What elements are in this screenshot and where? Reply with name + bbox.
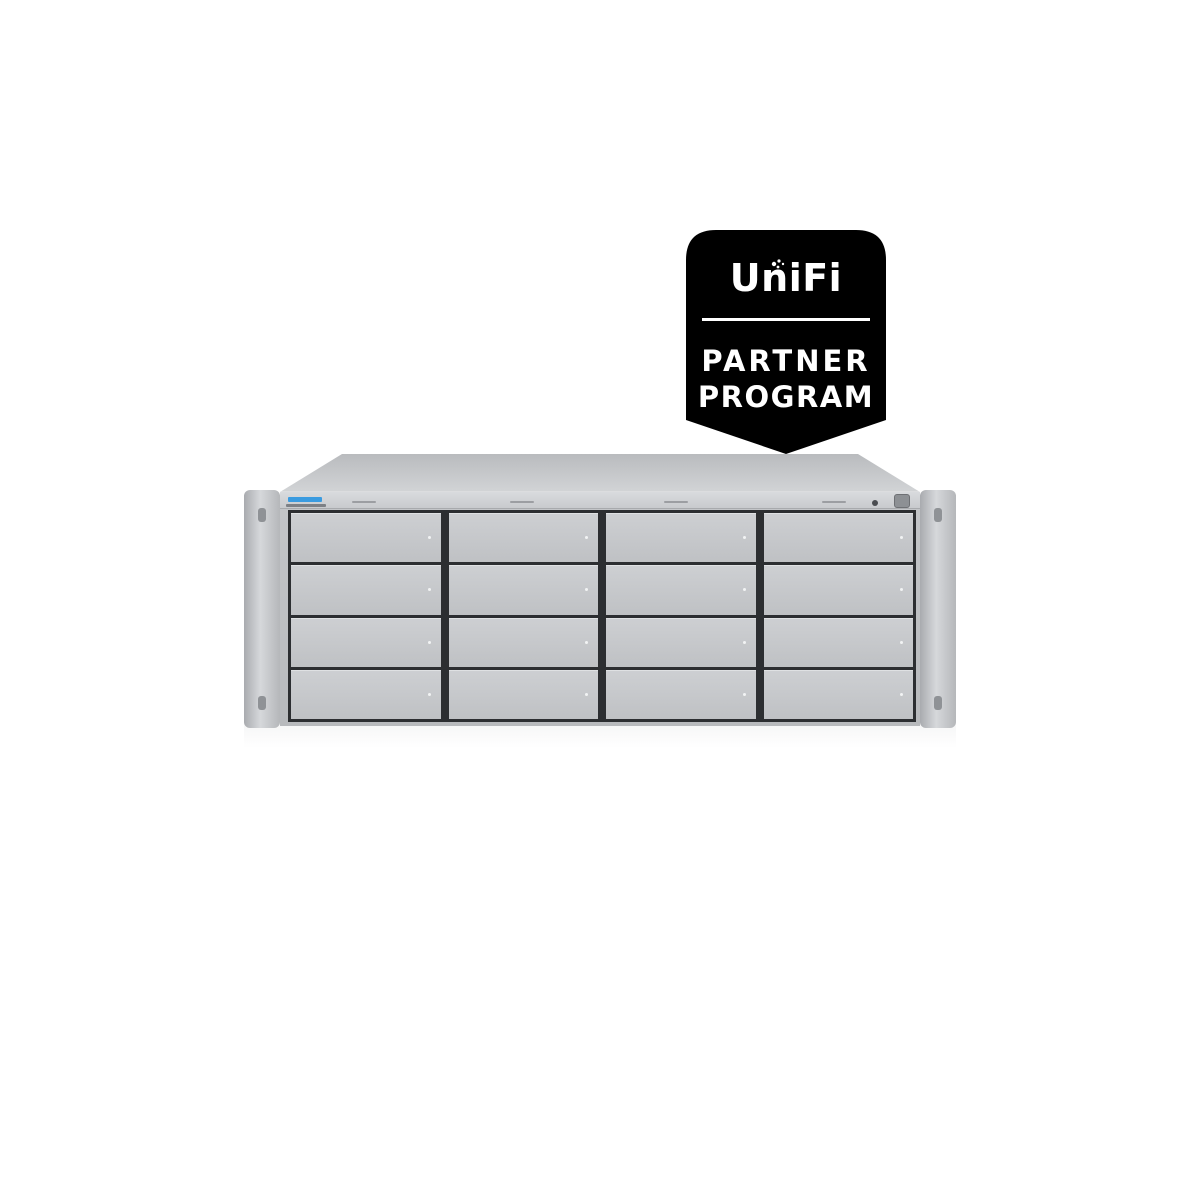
drive-bay[interactable] (763, 513, 913, 563)
unifi-dots-icon (771, 259, 785, 269)
badge-divider (702, 318, 870, 321)
drive-bay[interactable] (606, 669, 756, 719)
drive-bay[interactable] (763, 565, 913, 615)
unifi-logo-text: UniFi (729, 256, 843, 300)
rack-storage-server (244, 450, 956, 750)
bay-group-label (822, 501, 846, 503)
drive-led-icon (742, 536, 746, 540)
rack-screw-slot (934, 508, 942, 522)
drive-bay[interactable] (763, 617, 913, 667)
drive-bay[interactable] (448, 565, 598, 615)
brand-accent-tag (288, 497, 322, 502)
drive-led-icon (427, 640, 431, 644)
drive-led-icon (427, 692, 431, 696)
drive-bay[interactable] (448, 617, 598, 667)
bay-group-label (664, 501, 688, 503)
drive-led-icon (742, 640, 746, 644)
model-name-mark (286, 504, 326, 507)
drive-led-icon (585, 588, 588, 592)
drive-bay[interactable] (448, 513, 598, 563)
rack-ear-left (244, 490, 280, 728)
drive-bay-grid (288, 510, 916, 722)
drive-led-icon (742, 692, 746, 696)
drive-bay[interactable] (448, 669, 598, 719)
drive-bay[interactable] (606, 565, 756, 615)
drive-bay[interactable] (291, 617, 441, 667)
drive-led-icon (427, 536, 431, 540)
drive-led-icon (900, 588, 903, 592)
front-label-strip (280, 492, 920, 509)
drive-led-icon (427, 588, 431, 592)
drive-led-icon (900, 692, 903, 696)
drive-bay[interactable] (606, 513, 756, 563)
drive-bay[interactable] (763, 669, 913, 719)
rack-screw-slot (934, 696, 942, 710)
status-led (872, 500, 878, 506)
rack-screw-slot (258, 508, 266, 522)
drive-bay[interactable] (291, 513, 441, 563)
badge-program-text: PROGRAM (697, 380, 875, 414)
drive-bay[interactable] (291, 669, 441, 719)
server-top-lid (280, 454, 920, 493)
rack-screw-slot (258, 696, 266, 710)
drive-led-icon (585, 692, 588, 696)
drive-led-icon (742, 588, 746, 592)
drive-led-icon (900, 640, 903, 644)
drive-bay[interactable] (606, 617, 756, 667)
bay-group-label (510, 501, 534, 503)
unifi-partner-badge: UniFi PARTNER PROGRAM (686, 230, 886, 454)
drive-led-icon (585, 536, 588, 540)
rack-ear-right (920, 490, 956, 728)
drive-bay[interactable] (291, 565, 441, 615)
badge-shield-shape (686, 230, 886, 454)
power-button[interactable] (894, 494, 910, 508)
badge-partner-text: PARTNER (701, 344, 871, 378)
drive-led-icon (585, 640, 588, 644)
bay-group-label (352, 501, 376, 503)
drive-led-icon (900, 536, 903, 540)
